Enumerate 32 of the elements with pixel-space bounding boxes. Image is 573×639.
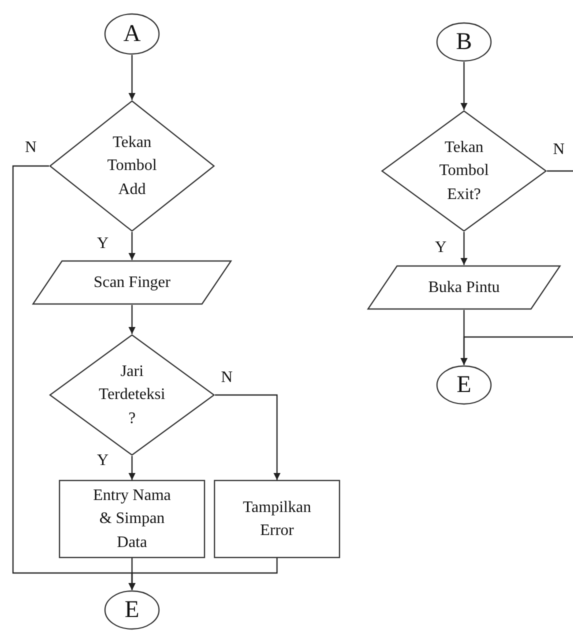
flow-arrow <box>460 62 468 110</box>
flow-arrow <box>215 394 280 480</box>
flow-arrow <box>128 232 136 260</box>
decision-diamond <box>49 334 215 456</box>
connector-circle <box>104 13 160 55</box>
decision-diamond <box>381 110 547 232</box>
node-label: Entry Nama & Simpan Data <box>92 486 172 553</box>
node-label: B <box>456 28 472 57</box>
flow-arrow <box>460 232 468 265</box>
flow-arrow <box>460 336 573 365</box>
flow-arrow <box>128 456 136 480</box>
connector-circle <box>104 590 160 630</box>
node-label: Buka Pintu <box>428 278 500 298</box>
node-label: Tampilkan Error <box>242 498 312 541</box>
connector-circle <box>436 365 492 405</box>
connector-circle <box>436 22 492 62</box>
flow-arrow <box>12 165 136 590</box>
node-label: Tekan Tombol Add <box>106 133 158 200</box>
node-label: E <box>456 370 472 400</box>
node-label: Tekan Tombol Exit? <box>438 138 490 205</box>
node-label: E <box>124 596 140 625</box>
node-label: A <box>123 20 141 49</box>
flow-arrow <box>128 55 136 100</box>
node-label: Jari Terdeteksi ? <box>98 362 166 429</box>
decision-diamond <box>49 100 215 232</box>
process-box <box>59 480 205 558</box>
process-box <box>214 480 340 558</box>
input-output-parallelogram <box>367 265 561 310</box>
node-label: Scan Finger <box>94 272 170 293</box>
connector-line <box>547 170 573 172</box>
input-output-parallelogram <box>32 260 232 305</box>
flow-arrow <box>128 305 136 334</box>
